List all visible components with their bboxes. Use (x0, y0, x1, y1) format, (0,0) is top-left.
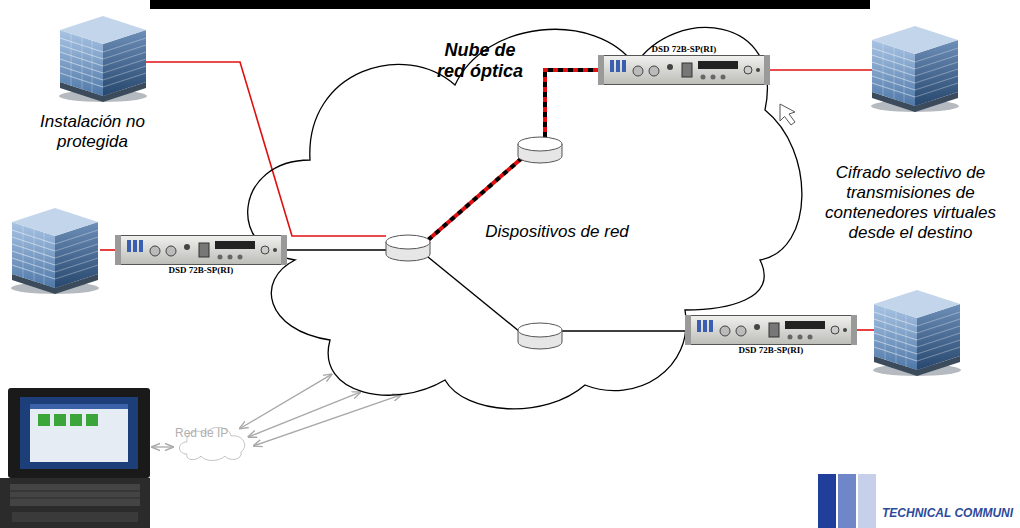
network-link (428, 257, 520, 332)
encryptor-device: DSD 72B-SP(RI) (685, 315, 857, 356)
cloud-note: Dispositivos de red (472, 222, 642, 242)
encryptor-image (598, 55, 770, 85)
encrypted-link (428, 70, 598, 240)
building-icon (11, 208, 99, 294)
site-note: Instalación no protegida (25, 112, 160, 152)
network-access-link (240, 374, 332, 428)
encryptor-device: DSD 72B-SP(RI) (115, 235, 287, 276)
local-link (857, 329, 874, 331)
building-icon (873, 290, 961, 376)
building-icon (871, 26, 959, 112)
router-symbol (386, 235, 430, 261)
local-link (770, 69, 872, 71)
device-label: DSD 72B-SP(RI) (739, 345, 804, 356)
top-bar (150, 0, 870, 9)
pointer-arrow (780, 104, 795, 125)
building-icon (59, 16, 147, 102)
router-symbol (518, 323, 562, 349)
router-symbol (518, 137, 562, 163)
encryptor-device: DSD 72B-SP(RI) (598, 44, 770, 85)
callout-note: Cifrado selectivo de transmisiones de co… (803, 163, 1018, 243)
ip-label: Red de IP (175, 422, 251, 440)
network-access-link (254, 395, 401, 446)
brand-text: TECHNICAL COMMUNI (882, 506, 1013, 520)
logo-mark (818, 474, 876, 528)
unprotected-link (145, 62, 386, 236)
device-label: DSD 72B-SP(RI) (169, 265, 234, 276)
network-link (562, 330, 685, 331)
encrypted-link-dash (428, 70, 598, 240)
network-link (287, 249, 386, 250)
device-label: DSD 72B-SP(RI) (652, 44, 717, 55)
cloud-title: Nube de red óptica (434, 40, 526, 82)
local-link (100, 249, 115, 251)
encryptor-image (685, 315, 857, 345)
encryptor-image (115, 235, 287, 265)
console-icon (0, 388, 150, 528)
ip-cloud: Red de IP (175, 422, 251, 462)
console-link (152, 446, 173, 447)
